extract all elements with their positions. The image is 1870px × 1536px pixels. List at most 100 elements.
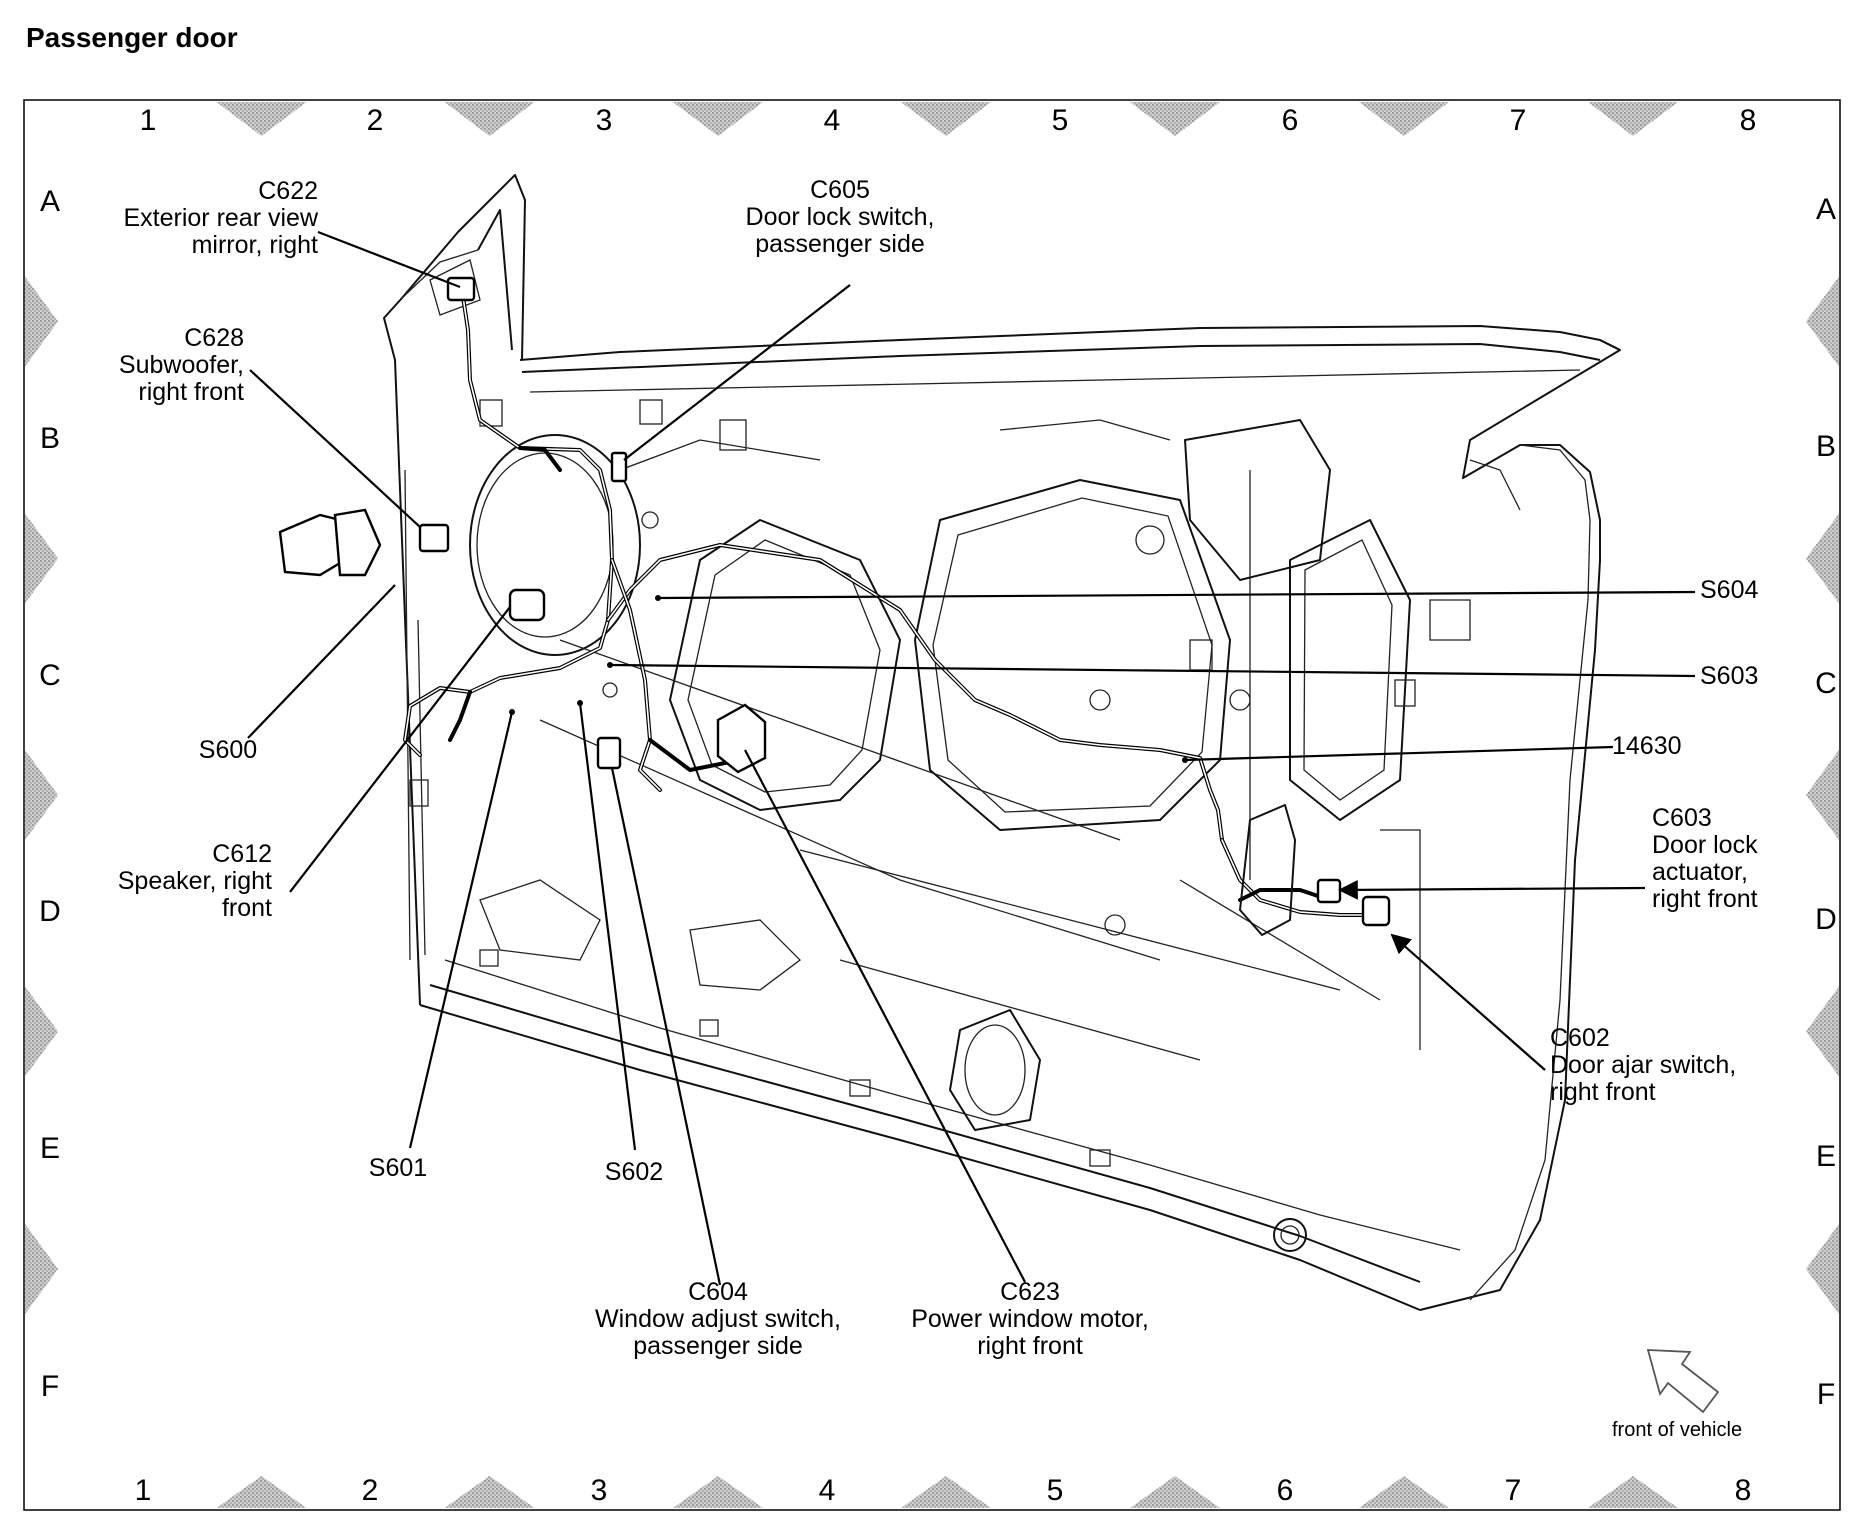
callout-line: passenger side [633, 1332, 803, 1360]
grid-tick-mark [1588, 1476, 1678, 1508]
grid-label: 8 [1735, 1474, 1752, 1507]
grid-label: 2 [367, 104, 384, 137]
callout-line: C622 [258, 177, 318, 205]
grid-label: 7 [1510, 104, 1527, 137]
front-of-vehicle-label: front of vehicle [1612, 1419, 1742, 1441]
callout-line: S600 [199, 736, 257, 764]
callout-line: right front [1652, 885, 1758, 913]
grid-label: 4 [824, 104, 841, 137]
callout-line: C612 [212, 840, 272, 868]
grid-label: 4 [819, 1474, 836, 1507]
callout-line: Door lock [1652, 831, 1758, 859]
callout-line: C628 [184, 324, 244, 352]
leader-lines [247, 230, 1696, 1286]
connectors [278, 276, 1391, 936]
grid-tick-mark [1806, 986, 1839, 1077]
callout-line: right front [977, 1332, 1083, 1360]
grid-label: 5 [1047, 1474, 1064, 1507]
grid-label: B [40, 422, 60, 455]
callout-line: C602 [1550, 1024, 1610, 1052]
grid-label: 5 [1052, 104, 1069, 137]
window-motor-c623-icon [716, 703, 767, 774]
grid-label: 3 [596, 104, 613, 137]
callout-line: C603 [1652, 804, 1712, 832]
callout-line: actuator, [1652, 858, 1748, 886]
callout-s601: S601 [369, 1154, 427, 1182]
callout-line: passenger side [755, 230, 925, 258]
callout-line: S603 [1700, 662, 1758, 690]
connector-c603-icon [1316, 878, 1342, 904]
arrow-outline-icon [1646, 1349, 1720, 1414]
grid-tick-mark [673, 102, 763, 136]
grid-tick-mark [444, 1476, 535, 1508]
callout-line: mirror, right [192, 231, 318, 259]
callout-s604: S604 [1700, 576, 1758, 604]
connector-c602-icon [1361, 895, 1391, 927]
grid-tick-mark [1130, 1476, 1220, 1508]
grid-tick-mark [901, 1476, 991, 1508]
grid-tick-mark [673, 1476, 763, 1508]
callout-line: Speaker, right [118, 867, 272, 895]
grid-label: 7 [1505, 1474, 1522, 1507]
callout-line: Power window motor, [911, 1305, 1149, 1333]
callout-line: S601 [369, 1154, 427, 1182]
connector-c605-icon [610, 451, 628, 483]
grid-label: 1 [140, 104, 157, 137]
grid-tick-mark [1806, 1224, 1839, 1314]
grid-tick-mark [1806, 513, 1839, 604]
grid-tick-mark [444, 102, 535, 136]
callout-line: Window adjust switch, [595, 1305, 841, 1333]
grid-tick-mark [25, 276, 58, 367]
grid-tick-mark [1359, 1476, 1449, 1508]
subwoofer-connector-c628-icon [278, 508, 450, 577]
grid-tick-mark [25, 1224, 58, 1314]
callout-s602: S602 [605, 1158, 663, 1186]
grid-tick-mark [1588, 102, 1678, 136]
grid-label: C [1815, 667, 1837, 700]
grid-tick-mark [1806, 750, 1839, 840]
connector-c612-icon [508, 588, 546, 622]
door-lock-actuator-icon [1239, 804, 1296, 936]
grid-label: 1 [135, 1474, 152, 1507]
grid-label: D [39, 895, 61, 928]
grid-label: B [1816, 430, 1836, 463]
callout-line: Door ajar switch, [1550, 1051, 1736, 1079]
grid-label: D [1815, 903, 1837, 936]
grid-tick-mark [1359, 102, 1449, 136]
callout-line: Exterior rear view [124, 204, 319, 232]
grid-label: 6 [1282, 104, 1299, 137]
grid-reference-marks [25, 102, 1839, 1508]
grid-label: A [40, 185, 60, 218]
grid-label: A [1816, 193, 1836, 226]
door-body [383, 174, 1621, 1311]
grid-label: E [40, 1132, 60, 1165]
front-of-vehicle-indicator: front of vehicle [1612, 1349, 1742, 1441]
callout-line: Subwoofer, [119, 351, 244, 379]
grid-tick-mark [1806, 276, 1839, 367]
grid-label: 8 [1740, 104, 1757, 137]
callout-line: C623 [1000, 1278, 1060, 1306]
callout-line: right front [1550, 1078, 1656, 1106]
grid-label: 6 [1277, 1474, 1294, 1507]
callout-s600: S600 [199, 736, 257, 764]
connector-c622-icon [446, 276, 476, 302]
callout-line: C605 [810, 176, 870, 204]
page-title: Passenger door [26, 22, 238, 53]
grid-tick-mark [216, 1476, 307, 1508]
callout-line: C604 [688, 1278, 748, 1306]
callout-line: S602 [605, 1158, 663, 1186]
callout-line: 14630 [1612, 732, 1682, 760]
wiring-harness [403, 288, 1372, 917]
grid-tick-mark [1130, 102, 1220, 136]
grid-label: C [39, 659, 61, 692]
